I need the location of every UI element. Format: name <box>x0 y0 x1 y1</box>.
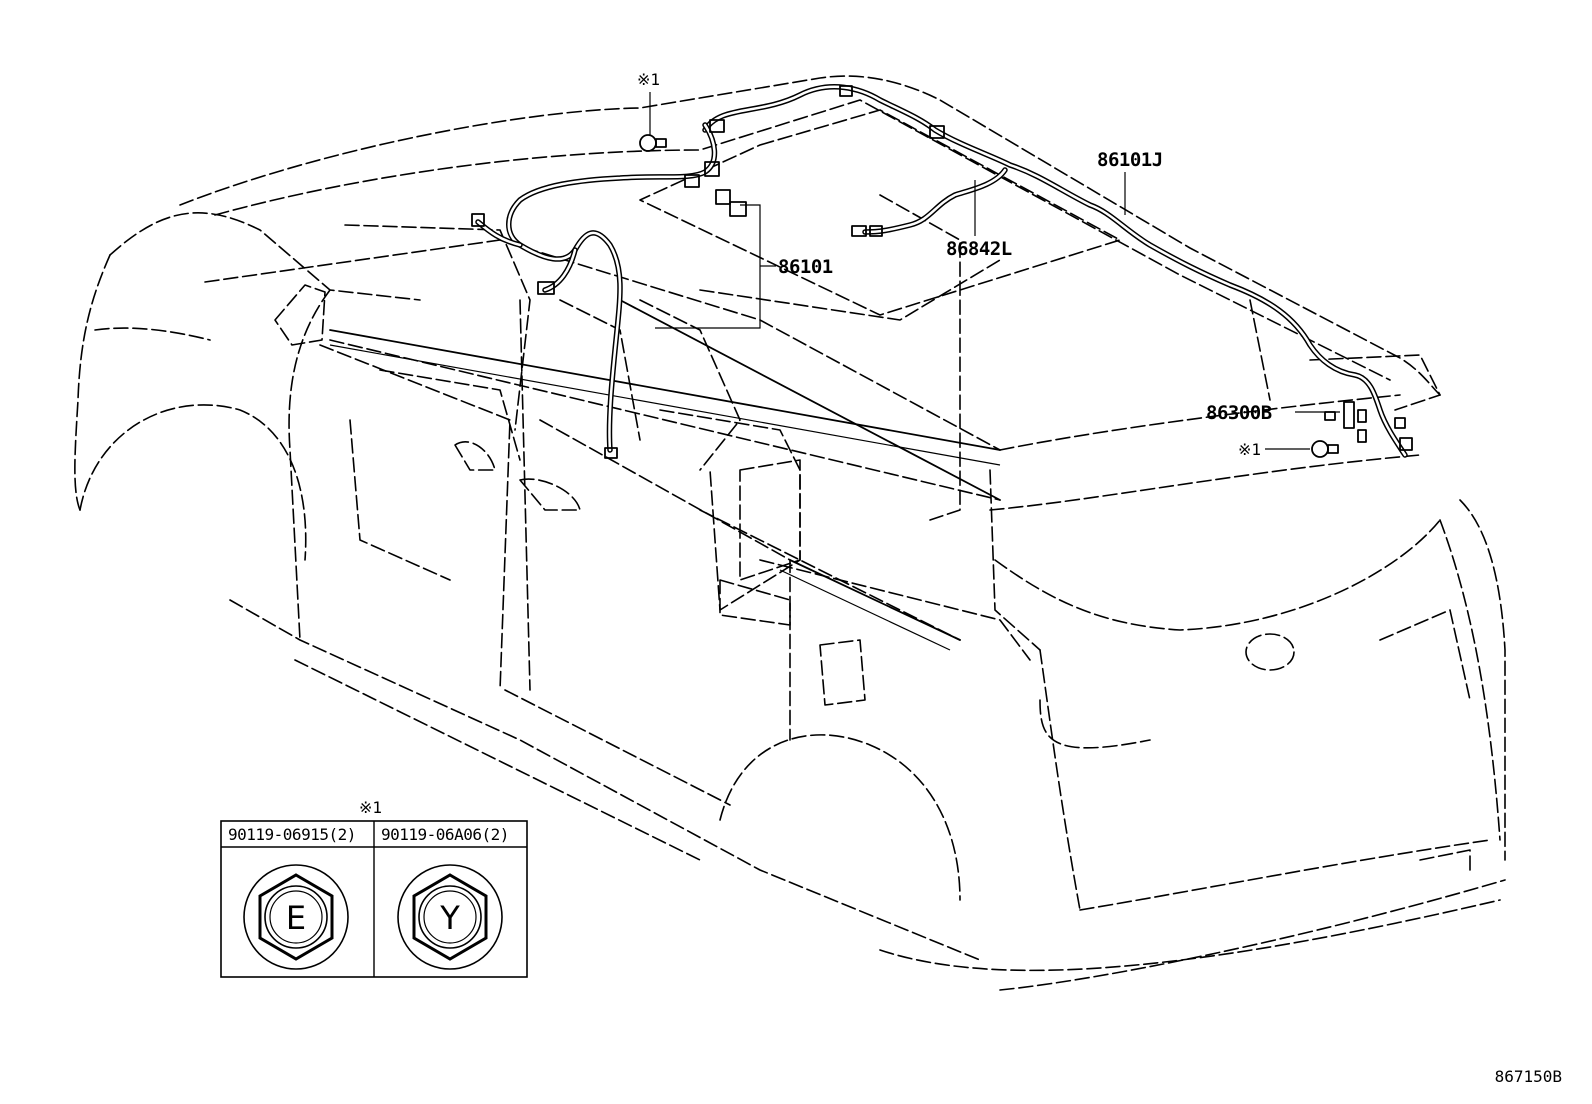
label-note-rear: ※1 <box>1238 440 1261 459</box>
label-86101j: 86101J <box>1097 149 1163 171</box>
fastener-part-number-1: 90119-06915(2) <box>228 825 356 844</box>
fastener-table: ※1 90119-06915(2) 90119-06A06(2) E Y <box>220 798 528 978</box>
callout-note-rear: ※1 <box>1238 440 1339 459</box>
callout-86842l: 86842L <box>946 180 1012 260</box>
callout-86101j: 86101J <box>1097 149 1163 215</box>
label-86842l: 86842L <box>946 238 1012 260</box>
illustration-reference-code: 867150B <box>1495 1067 1562 1086</box>
bolt-icon <box>1311 440 1339 458</box>
roof-wire-harness-86101j <box>702 84 1408 458</box>
label-note-top: ※1 <box>637 70 660 89</box>
vehicle-body-outline <box>74 75 1506 991</box>
console-wire-harness-86842l <box>851 167 1008 237</box>
label-86300b: 86300B <box>1206 402 1272 424</box>
fastener-part-number-2: 90119-06A06(2) <box>381 825 509 844</box>
bolt-head-e-icon: E <box>243 864 349 970</box>
callout-note-top: ※1 <box>637 70 667 152</box>
bolt-icon <box>639 134 667 152</box>
main-wire-harness-86101 <box>471 85 945 459</box>
bolt-head-mark-y: Y <box>439 899 460 937</box>
callout-86300b: 86300B <box>1206 401 1413 451</box>
label-86101: 86101 <box>778 256 833 278</box>
fastener-table-note: ※1 <box>359 798 382 817</box>
callout-86101: 86101 <box>655 204 833 329</box>
bolt-head-y-icon: Y <box>397 864 503 970</box>
bolt-head-mark-e: E <box>286 899 306 937</box>
